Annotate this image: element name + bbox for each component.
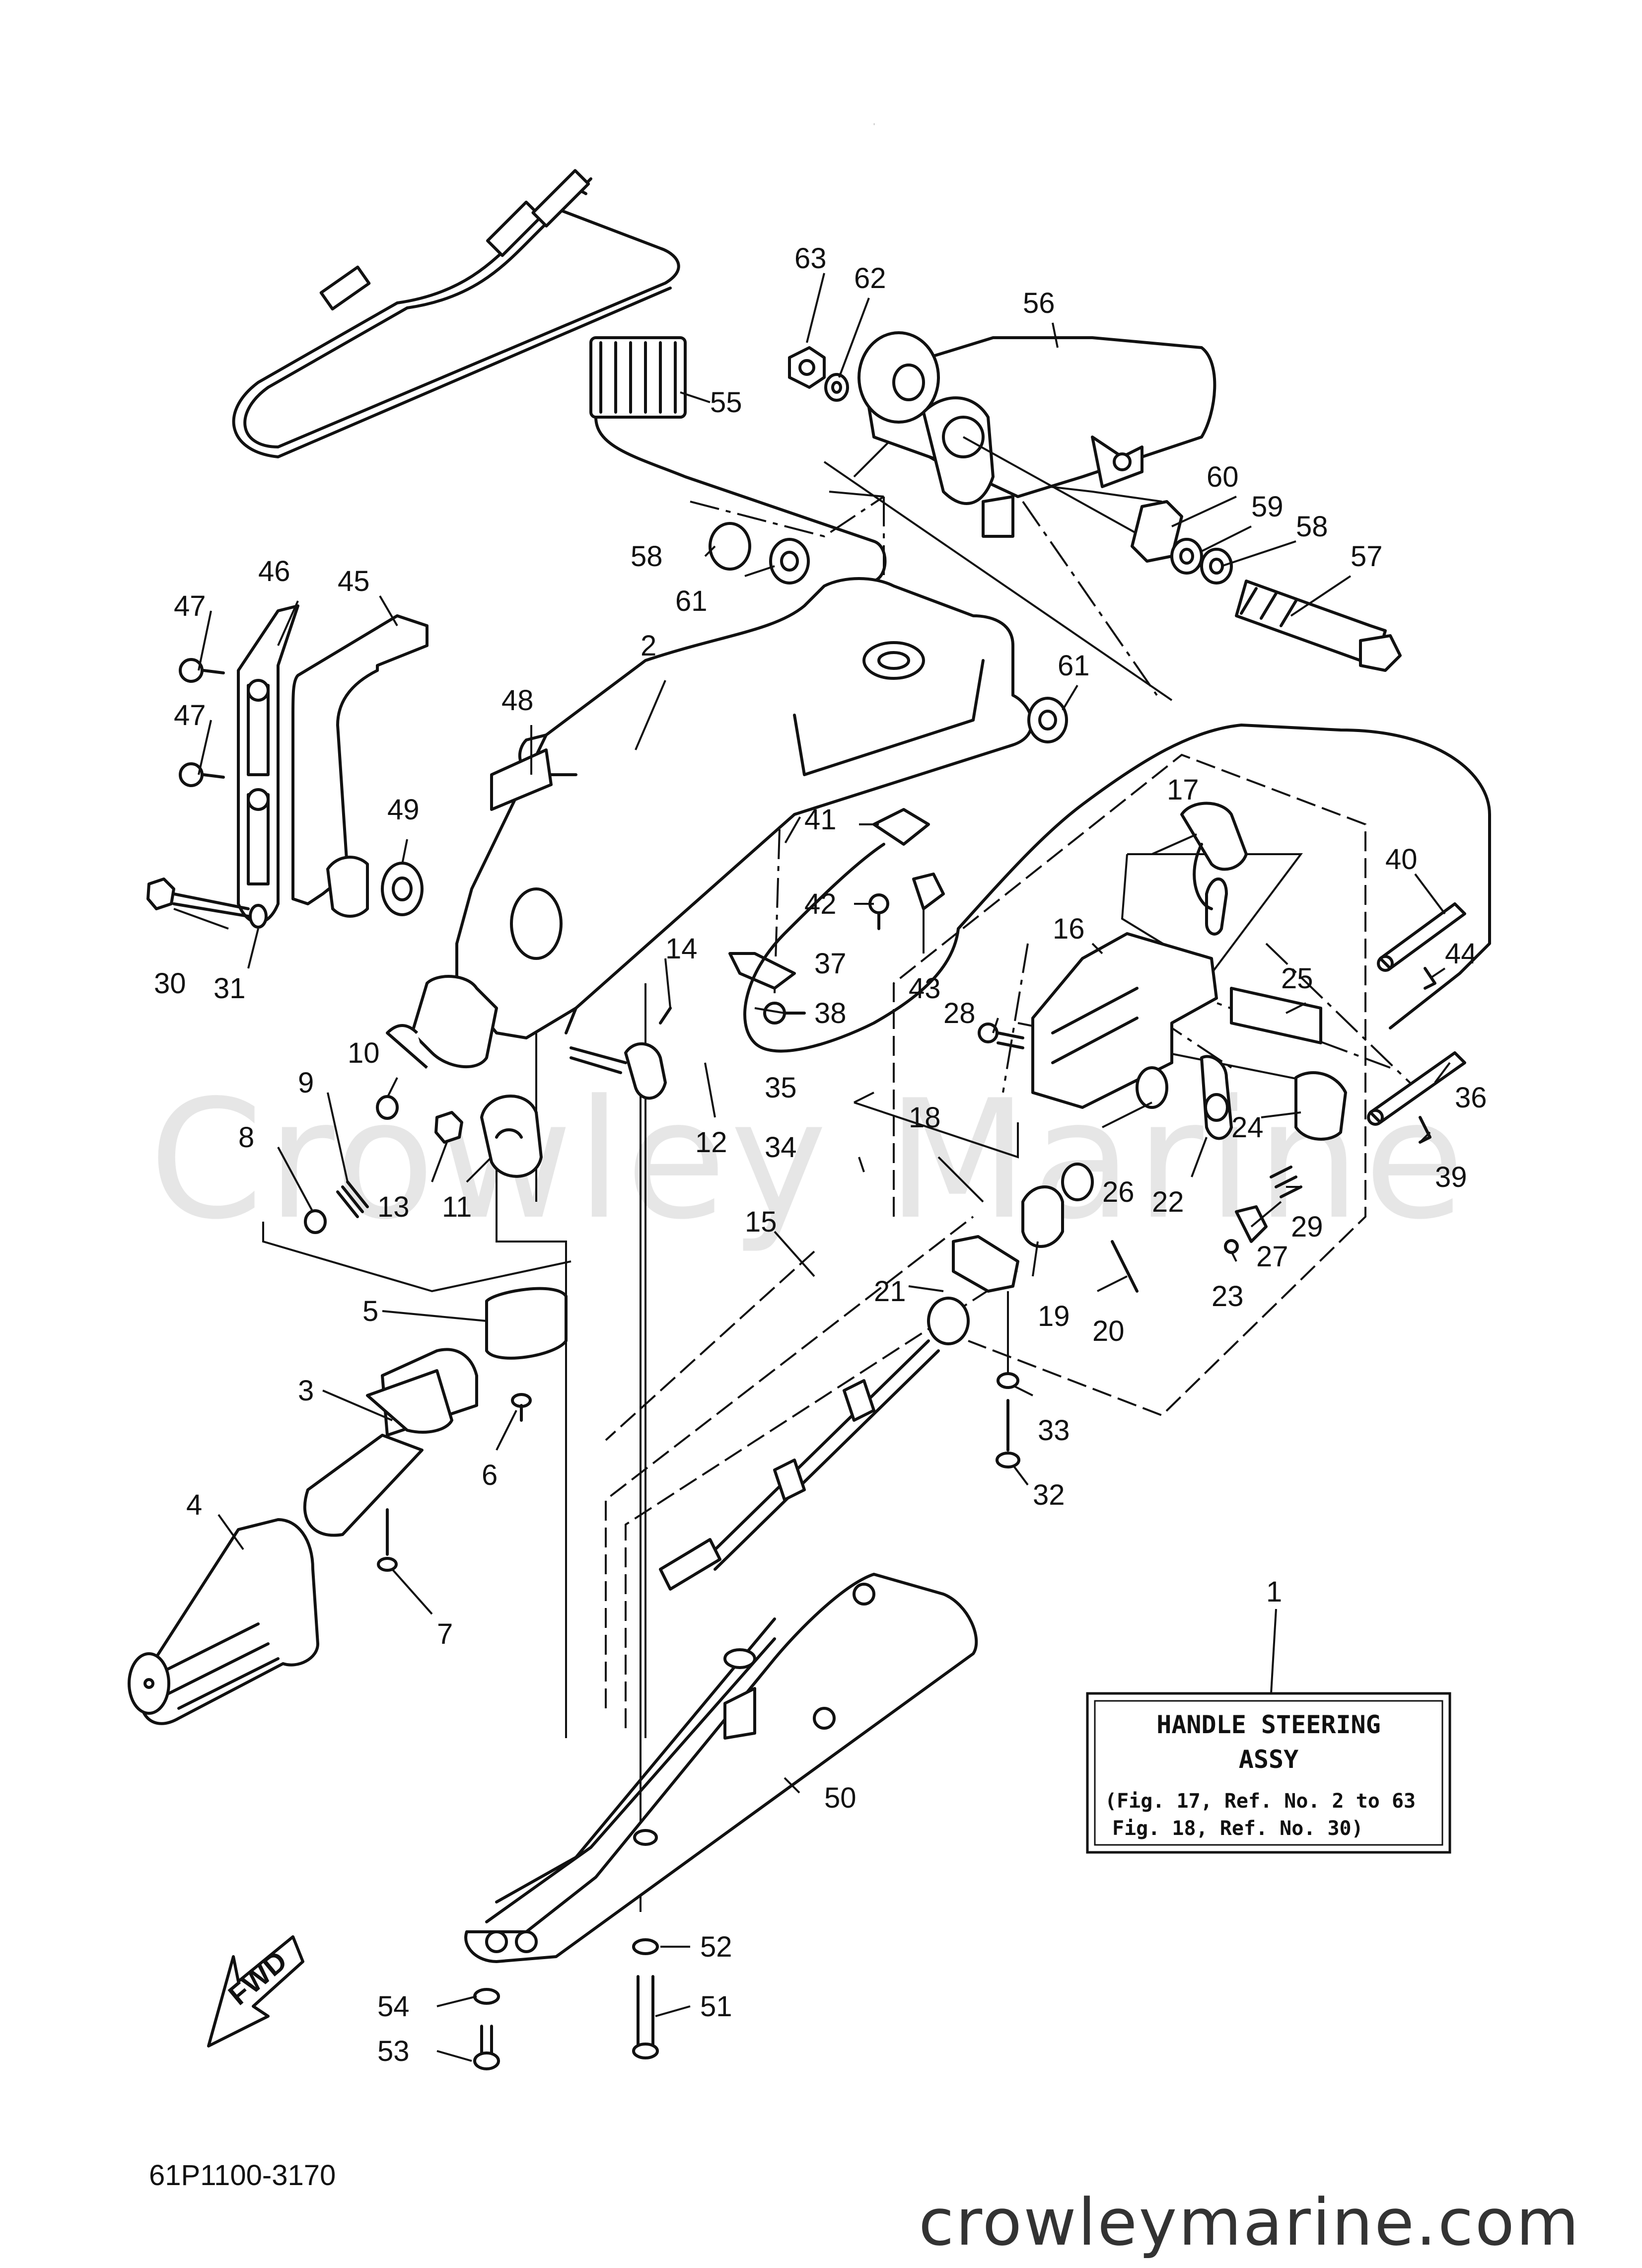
callout-15: 15: [745, 1206, 777, 1238]
callout-36: 36: [1455, 1082, 1487, 1114]
callout-32: 32: [1033, 1479, 1065, 1511]
fwd-arrow: FWD: [207, 1935, 304, 2048]
callout-61b: 61: [1058, 650, 1090, 682]
callout-leader-lines: [173, 273, 1451, 2062]
shift-mechanism-16-29: [978, 802, 1347, 1254]
callout-25: 25: [1281, 962, 1313, 995]
callout-33: 33: [1038, 1414, 1070, 1447]
callout-47a: 47: [174, 590, 206, 622]
hardware-56-63: [788, 346, 1402, 672]
callout-1: 1: [1266, 1576, 1282, 1608]
callout-48: 48: [501, 684, 534, 717]
callout-62: 62: [854, 262, 886, 294]
assy-box-line1: HANDLE STEERING: [1156, 1710, 1381, 1739]
shift-cable: [659, 1339, 940, 1591]
rectifier-block-55: [589, 336, 887, 592]
assy-box-line3: (Fig. 17, Ref. No. 2 to 63: [1105, 1790, 1416, 1813]
callout-55: 55: [710, 386, 742, 419]
callout-11: 11: [442, 1191, 472, 1223]
bolt-washer-30-31-49: [146, 856, 424, 929]
callout-56: 56: [1023, 287, 1055, 319]
clips-37-43: [728, 724, 1491, 1053]
bracket-assembly-56: [857, 331, 1216, 538]
bolts-51-54: [473, 1938, 659, 2070]
callout-5: 5: [362, 1295, 378, 1327]
diagram-code: 61P1100-3170: [149, 2159, 336, 2192]
assembly-guide-lines: [262, 436, 1341, 1912]
callout-59: 59: [1251, 491, 1284, 523]
callout-31: 31: [214, 972, 246, 1005]
callout-40: 40: [1385, 843, 1418, 876]
assy-info-box: HANDLE STEERING ASSY (Fig. 17, Ref. No. …: [1086, 1609, 1451, 1854]
callout-7: 7: [437, 1618, 453, 1650]
callout-21: 21: [874, 1275, 906, 1308]
callout-54: 54: [377, 1990, 410, 2023]
assy-box-line2: ASSY: [1239, 1745, 1298, 1774]
callout-61a: 61: [675, 585, 708, 617]
callout-9: 9: [298, 1067, 314, 1099]
callout-44: 44: [1445, 938, 1477, 970]
callout-57: 57: [1351, 540, 1383, 573]
site-footer: crowleymarine.com: [919, 2185, 1579, 2260]
callout-38: 38: [814, 997, 847, 1029]
callout-34: 34: [765, 1131, 797, 1164]
callout-46: 46: [258, 555, 290, 587]
callout-24: 24: [1231, 1111, 1264, 1144]
callout-22: 22: [1152, 1186, 1184, 1218]
callout-16: 16: [1053, 913, 1085, 945]
callout-29: 29: [1291, 1211, 1323, 1243]
base-plate-50: [464, 1573, 978, 1963]
rods-36-40: [1367, 902, 1466, 1144]
callout-60: 60: [1207, 461, 1239, 493]
label-decal-48: [490, 748, 553, 811]
callout-26: 26: [1102, 1176, 1135, 1208]
callout-30: 30: [154, 967, 186, 1000]
screws-47: [179, 658, 225, 787]
callout-41: 41: [804, 804, 837, 836]
callout-6: 6: [482, 1459, 498, 1491]
callout-51: 51: [700, 1990, 732, 2023]
callout-10: 10: [348, 1037, 380, 1069]
cable-harness: [232, 169, 680, 458]
callout-2: 2: [641, 630, 656, 662]
assy-box-line4: Fig. 18, Ref. No. 30): [1112, 1817, 1363, 1840]
callout-27: 27: [1256, 1241, 1288, 1273]
callout-58a: 58: [631, 540, 663, 573]
callout-52: 52: [700, 1931, 732, 1963]
small-parts-8-13: [304, 1007, 672, 1234]
callout-20: 20: [1092, 1315, 1125, 1347]
callout-19: 19: [1038, 1300, 1070, 1332]
bushing-61: [709, 522, 1068, 743]
callout-58b: 58: [1296, 511, 1328, 543]
callout-12: 12: [695, 1126, 727, 1159]
callout-42: 42: [804, 888, 837, 920]
callout-17: 17: [1167, 774, 1199, 806]
callout-39: 39: [1435, 1161, 1467, 1193]
callout-53: 53: [377, 2035, 410, 2067]
throttle-grip-3-4: [128, 975, 568, 1725]
callout-35: 35: [765, 1072, 797, 1104]
callout-37: 37: [814, 948, 847, 980]
callout-63: 63: [794, 242, 827, 275]
callout-28: 28: [943, 997, 976, 1029]
callout-13: 13: [377, 1191, 410, 1223]
parts-19-21: [927, 1185, 1139, 1468]
callout-14: 14: [665, 933, 698, 965]
callout-45: 45: [338, 565, 370, 597]
callout-50: 50: [824, 1782, 857, 1814]
callout-18: 18: [909, 1101, 941, 1134]
callout-8: 8: [238, 1121, 254, 1154]
callout-49: 49: [387, 794, 420, 826]
tiller-bracket-45-46: [237, 604, 428, 924]
callout-47b: 47: [174, 699, 206, 732]
callout-3: 3: [298, 1375, 314, 1407]
callout-4: 4: [186, 1489, 202, 1521]
callout-numbers: 1 2 3 4 5 6 7 8 9 10 11 12 13 14 15 16 1…: [154, 242, 1487, 2067]
callout-23: 23: [1212, 1280, 1244, 1313]
callout-43: 43: [909, 972, 941, 1005]
